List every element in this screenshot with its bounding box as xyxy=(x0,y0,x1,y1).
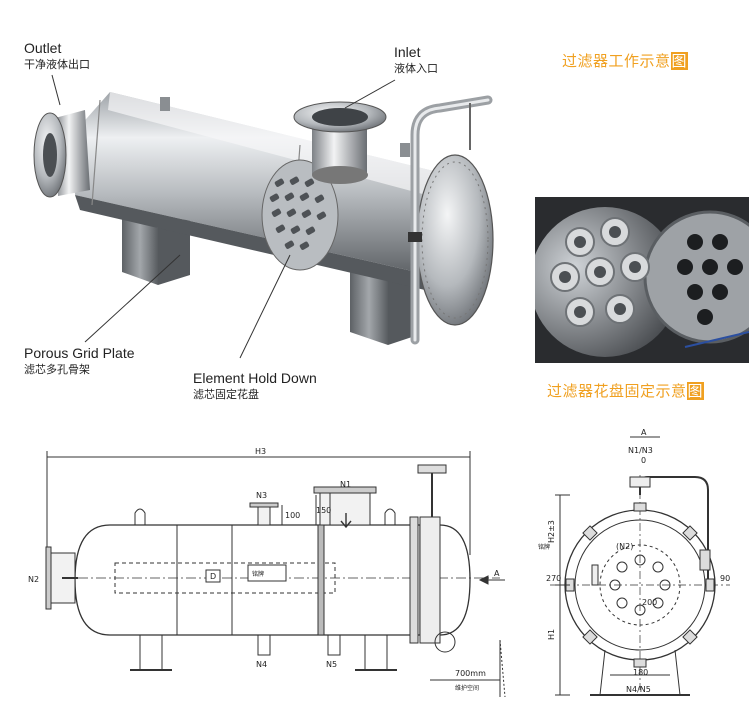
fix-diagram-title: 过滤器花盘固定示意图 xyxy=(547,380,705,401)
n2-end-label: (N2) xyxy=(616,542,633,551)
lifting-lug xyxy=(160,97,170,111)
lifting-lug xyxy=(134,508,146,525)
work-diagram-title: 过滤器工作示意图 xyxy=(562,50,689,71)
angle-0-label: 0 xyxy=(641,456,646,465)
h1-label: H1 xyxy=(547,629,556,640)
grid-plate-label-zh: 滤芯多孔骨架 xyxy=(24,363,90,376)
n4n5-label: N4/N5 xyxy=(626,685,651,694)
n1-label: N1 xyxy=(340,480,351,489)
inlet-callout: Inlet 液体入口 xyxy=(394,44,438,76)
grid-plate-label: Porous Grid Plate xyxy=(24,345,135,361)
grid-plate-section xyxy=(317,524,325,636)
leader-lines xyxy=(51,74,396,359)
inlet-nozzle-n1 xyxy=(319,489,371,526)
support-leg xyxy=(364,634,388,671)
head-flange xyxy=(419,516,441,644)
inlet-label: Inlet xyxy=(394,44,421,60)
a-section-label: A xyxy=(641,428,647,437)
angle-90-label: 90 xyxy=(720,574,730,583)
h3-label: H3 xyxy=(255,447,266,456)
vent-nozzle-n3 xyxy=(257,504,271,526)
dim-150: 150 xyxy=(316,506,331,515)
hold-down-callout: Element Hold Down 滤芯固定花盘 xyxy=(193,370,317,402)
end-cover xyxy=(416,154,494,326)
end-nameplate-label: 铭牌 xyxy=(538,543,550,551)
d-marker: D xyxy=(210,572,216,581)
dim-100: 100 xyxy=(285,511,300,520)
n4-label: N4 xyxy=(256,660,267,669)
clearance-label: 700mm xyxy=(455,669,486,678)
support-legs xyxy=(122,215,418,345)
work-title-highlight: 图 xyxy=(670,52,689,70)
outlet-label-zh: 干净液体出口 xyxy=(24,58,90,71)
h2-label: H2±3 xyxy=(547,520,556,543)
davit-arm xyxy=(639,476,709,585)
davit-arm xyxy=(408,95,493,345)
hold-down-label: Element Hold Down xyxy=(193,370,317,386)
grid-plate-callout: Porous Grid Plate 滤芯多孔骨架 xyxy=(24,345,135,377)
hold-down-photo xyxy=(535,197,749,363)
n5-label: N5 xyxy=(326,660,337,669)
outlet-callout: Outlet 干净液体出口 xyxy=(24,40,90,72)
n3-label: N3 xyxy=(256,491,267,500)
outlet-label: Outlet xyxy=(24,40,62,56)
n1n3-label: N1/N3 xyxy=(628,446,653,455)
support-leg xyxy=(139,634,163,671)
fix-title-highlight: 图 xyxy=(686,382,705,400)
inlet-label-zh: 液体入口 xyxy=(394,62,438,75)
lifting-lug xyxy=(400,143,410,157)
angle-270-label: 270 xyxy=(546,574,561,583)
lifting-lug xyxy=(384,508,396,525)
dim-180-label: 180 xyxy=(633,668,648,677)
fix-title-text: 过滤器花盘固定示意 xyxy=(547,382,687,400)
end-view-drawing: A N1/N3 0 (N2) 270 90 180 200 N4/N5 铭牌 H… xyxy=(538,428,730,696)
outlet-nozzle xyxy=(33,110,90,198)
side-nameplate-label: 铭牌 xyxy=(252,570,264,578)
clearance-note: 维护空间 xyxy=(455,684,479,692)
dim-200-label: 200 xyxy=(642,598,657,607)
filter-3d-illustration xyxy=(33,74,494,359)
a-view-label: A xyxy=(494,569,500,578)
side-elevation-drawing: H3 N1 N2 N3 N4 N5 100 150 A D 铭牌 700mm 维… xyxy=(28,447,506,698)
n2-label: N2 xyxy=(28,575,39,584)
hold-down-label-zh: 滤芯固定花盘 xyxy=(193,388,259,401)
inlet-nozzle xyxy=(293,101,387,184)
porous-grid-plate xyxy=(261,159,339,271)
work-title-text: 过滤器工作示意 xyxy=(562,52,671,70)
